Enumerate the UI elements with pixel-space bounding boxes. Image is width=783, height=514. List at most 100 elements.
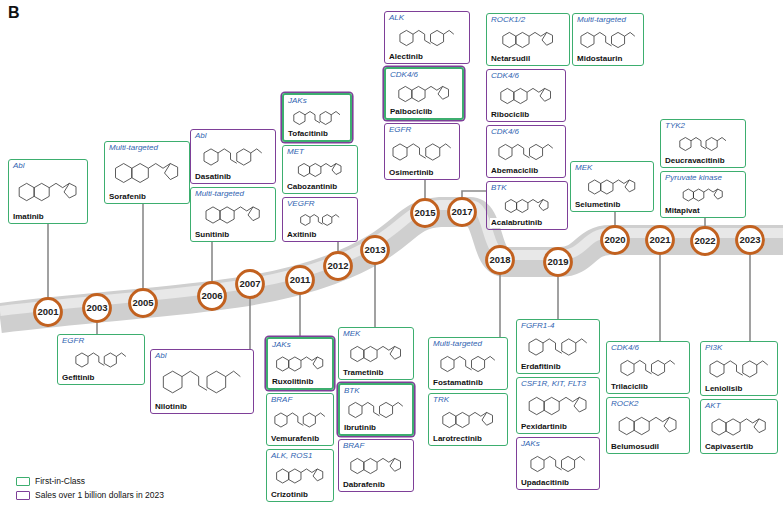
connector-line <box>614 212 616 225</box>
drug-box: MET Cabozantinib <box>282 145 358 194</box>
drug-name: Dabrafenib <box>342 480 386 490</box>
drug-box: CDK4/6Abemaciclib <box>486 125 566 178</box>
connector-line <box>96 323 98 334</box>
drug-box: AblDasatinib <box>190 129 276 184</box>
drug-box: JAKsTofacitinib <box>282 93 352 142</box>
chemical-structure <box>619 417 676 434</box>
chemical-structure <box>204 149 262 165</box>
drug-name: Belumosudil <box>610 442 660 452</box>
drug-name: Midostaurin <box>576 54 623 64</box>
chemical-structure <box>503 32 553 47</box>
chemical-structure <box>399 86 449 101</box>
year-label: 2013 <box>360 235 390 265</box>
year-label: 2003 <box>82 293 112 323</box>
drug-name: Upadacitinib <box>520 478 570 488</box>
chemical-structure <box>275 413 325 427</box>
drug-name: Vemurafenib <box>270 434 320 444</box>
year-label: 2019 <box>543 247 573 277</box>
drug-box: Pyruvate kinaseMitapivat <box>660 171 746 218</box>
drug-box: CSF1R, KIT, FLT3Pexidartinib <box>516 377 600 434</box>
target-label: CSF1R, KIT, FLT3 <box>520 379 587 389</box>
target-label: Pyruvate kinase <box>664 173 723 183</box>
legend-text: Sales over 1 billion dollars in 2023 <box>35 490 164 500</box>
target-label: Abl <box>194 131 208 141</box>
year-circle: 2011 <box>285 265 315 295</box>
drug-box: PI3KLeniolisib <box>700 341 778 396</box>
chemical-structure <box>19 183 76 200</box>
year-label: 2022 <box>690 226 720 256</box>
drug-box: BTKAcalabrutinib <box>486 181 568 230</box>
chemical-structure <box>301 215 340 226</box>
drug-box: FGFR1-4Erdafitinib <box>516 319 600 374</box>
chemical-structure <box>294 112 340 125</box>
chemical-structure <box>529 339 587 355</box>
target-label: TYK2 <box>664 121 686 131</box>
drug-name: Ibrutinib <box>343 423 377 433</box>
drug-name: Fostamatinib <box>432 378 484 388</box>
year-label: 2023 <box>735 225 765 255</box>
drug-name: Capivasertib <box>704 442 754 452</box>
target-label: Multi-targeted <box>576 15 627 25</box>
drug-box: ALK, ROS1Crizotinib <box>266 449 334 502</box>
year-circle: 2021 <box>645 225 675 255</box>
legend-swatch <box>16 491 30 500</box>
drug-name: Abemaciclib <box>490 166 539 176</box>
target-label: ROCK2 <box>610 399 640 409</box>
chemical-structure <box>680 138 726 151</box>
chemical-structure <box>581 32 635 47</box>
drug-name: Netarsudil <box>490 54 531 64</box>
chemical-structure <box>712 419 765 435</box>
year-circle: 2006 <box>197 281 227 311</box>
year-label: 2006 <box>197 281 227 311</box>
chemical-structure <box>76 353 126 367</box>
chemical-structure <box>277 469 323 483</box>
year-label: 2007 <box>235 269 265 299</box>
drug-box: BTK Ibrutinib <box>338 383 414 436</box>
drug-name: Gefitinib <box>61 373 95 383</box>
target-label: ALK, ROS1 <box>270 451 313 461</box>
legend-text: First-in-Class <box>35 476 85 486</box>
chemical-structure <box>441 356 495 371</box>
drug-name: Ruxolitinib <box>271 377 314 387</box>
chemical-structure <box>501 88 551 103</box>
drug-name: Imatinib <box>12 212 45 222</box>
drug-box: Multi-targetedSunitinib <box>190 187 276 242</box>
chemical-structure <box>499 144 553 159</box>
year-label: 2011 <box>285 265 315 295</box>
drug-name: Cabozantinib <box>286 182 338 192</box>
drug-name: Tofacitinib <box>287 129 329 139</box>
drug-box: ROCK1/2Netarsudil <box>486 13 570 66</box>
target-label: EGFR <box>388 125 412 135</box>
drug-name: Larotrectinib <box>432 434 483 444</box>
drug-name: Mitapivat <box>664 206 701 216</box>
year-circle: 2007 <box>235 269 265 299</box>
connector-line <box>462 191 486 197</box>
chemical-structure <box>400 30 454 45</box>
target-label: MET <box>286 147 305 157</box>
year-label: 2020 <box>600 225 630 255</box>
drug-box: Multi-targetedFostamatinib <box>428 337 508 390</box>
year-label: 2015 <box>410 198 440 228</box>
year-circle: 2017 <box>447 197 477 227</box>
chemical-structure <box>351 458 401 473</box>
year-circle: 2003 <box>82 293 112 323</box>
chemical-structure <box>621 360 675 375</box>
drug-box: JAKsUpadacitinib <box>516 437 600 490</box>
target-label: BTK <box>343 386 361 396</box>
target-label: CDK4/6 <box>610 343 640 353</box>
connector-line <box>749 255 751 341</box>
year-circle: 2023 <box>735 225 765 255</box>
target-label: EGFR <box>61 336 85 346</box>
drug-name: Pexidartinib <box>520 422 568 432</box>
year-circle: 2012 <box>323 251 353 281</box>
drug-box: AblImatinib <box>8 159 88 224</box>
target-label: JAKs <box>287 96 308 106</box>
target-label: Multi-targeted <box>108 143 159 153</box>
year-label: 2018 <box>485 245 515 275</box>
target-label: Multi-targeted <box>432 339 483 349</box>
year-circle: 2022 <box>690 226 720 256</box>
drug-name: Dasatinib <box>194 172 232 182</box>
target-label: AKT <box>704 401 722 411</box>
year-label: 2017 <box>447 197 477 227</box>
drug-box: BRAFDabrafenib <box>338 439 414 492</box>
